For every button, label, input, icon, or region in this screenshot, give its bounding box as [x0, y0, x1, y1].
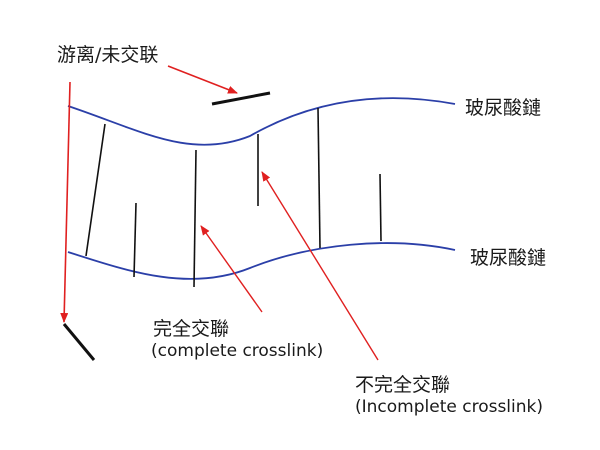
label-chain-top: 玻尿酸鏈 — [465, 97, 542, 119]
arrow-incomplete-crosslink — [261, 171, 379, 361]
label-complete-crosslink-zh: 完全交聯 — [153, 318, 230, 340]
label-chain-bottom: 玻尿酸鏈 — [470, 247, 547, 269]
label-incomplete-crosslink-en: (Incomplete crosslink) — [355, 397, 544, 417]
arrow-free-to-fragment-2 — [60, 81, 71, 323]
incomplete-crosslink-3 — [379, 173, 382, 242]
label-complete-crosslink-en: (complete crosslink) — [151, 341, 324, 361]
complete-crosslink-2 — [193, 149, 197, 288]
label-free-uncrosslinked: 游离/未交联 — [57, 44, 159, 66]
chain-bottom-line — [67, 242, 456, 280]
free-fragment-2 — [62, 323, 96, 361]
free-fragment-1 — [211, 91, 271, 106]
complete-crosslink-1 — [85, 123, 106, 257]
complete-crosslink-3 — [317, 107, 321, 249]
arrow-free-to-fragment-1 — [167, 65, 238, 94]
incomplete-crosslink-1 — [133, 202, 137, 278]
label-incomplete-crosslink-zh: 不完全交聯 — [355, 374, 451, 396]
arrow-complete-crosslink — [200, 225, 263, 313]
chain-top-line — [67, 97, 456, 146]
